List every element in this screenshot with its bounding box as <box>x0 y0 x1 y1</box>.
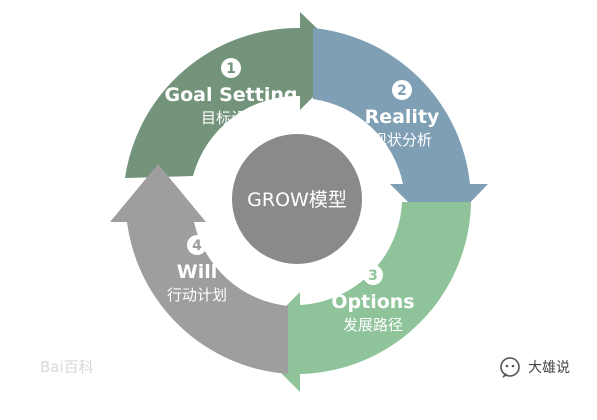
center-label: GROW模型 <box>247 189 347 211</box>
step-badge <box>221 58 241 78</box>
segment-subtitle: 行动计划 <box>167 286 227 304</box>
step-badge <box>363 265 383 285</box>
step-number: 3 <box>368 268 378 284</box>
step-badge <box>392 80 412 100</box>
segment-subtitle: 发展路径 <box>343 316 403 334</box>
segment-will <box>110 164 288 374</box>
segment-title: Reality <box>365 106 440 128</box>
segment-title: Will <box>177 261 218 283</box>
segment-subtitle: 现状分析 <box>372 131 432 149</box>
wechat-icon <box>500 357 520 378</box>
step-number: 1 <box>226 61 236 77</box>
watermark-baike: Bai百科 <box>40 358 94 376</box>
segment-title: Goal Setting <box>165 84 298 106</box>
segment-title: Options <box>331 291 414 313</box>
segment-reality <box>313 28 488 234</box>
segment-goal-setting <box>125 12 350 178</box>
step-number: 2 <box>397 83 407 99</box>
center-circle <box>232 134 362 264</box>
segment-options <box>250 202 471 392</box>
watermark-author: 大雄说 <box>528 360 570 376</box>
segment-subtitle: 目标设定 <box>201 109 261 127</box>
step-number: 4 <box>192 238 202 254</box>
step-badge <box>187 235 207 255</box>
